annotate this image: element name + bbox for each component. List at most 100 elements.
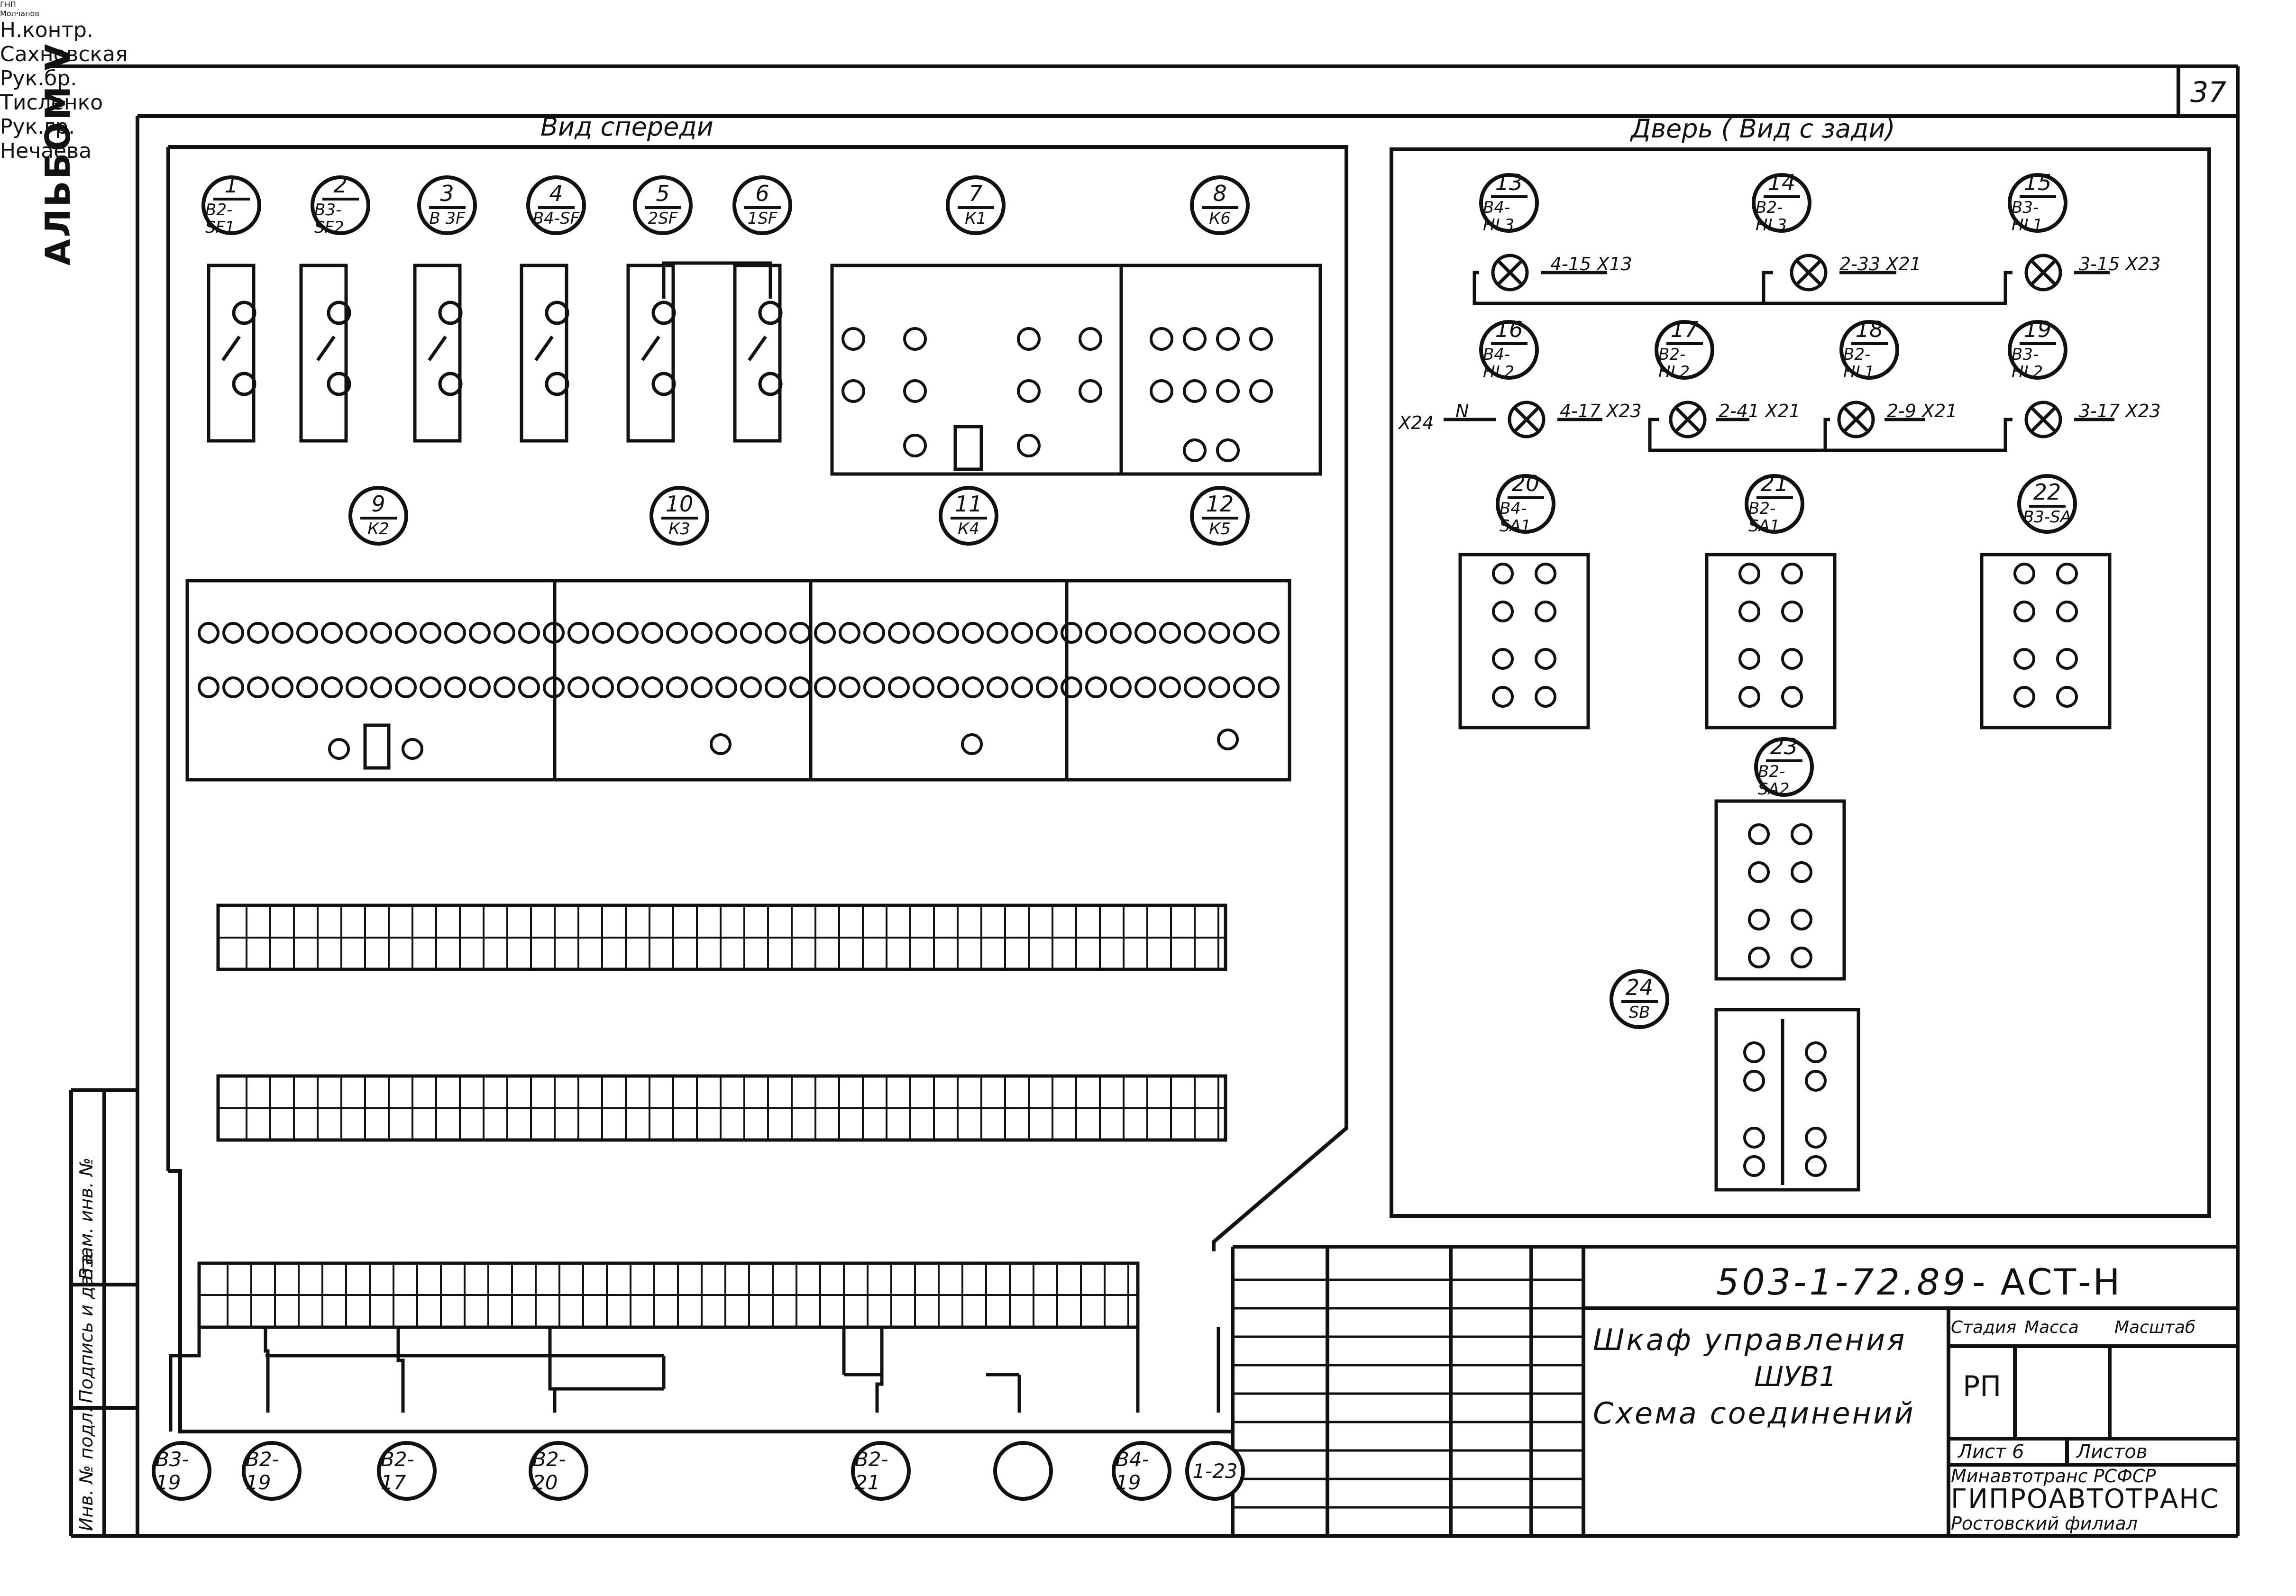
side-label-inv: Инв. № подл. [76,1406,97,1531]
contact-terminal [1184,676,1206,698]
connector-b2-20: В2-20 [529,1441,588,1501]
mass-header: Масса [2024,1318,2079,1337]
contact-terminal [1216,438,1240,462]
sheets-label: Листов [2076,1441,2148,1463]
contact-terminal [543,676,565,698]
contact-terminal [715,622,737,644]
connector-b2-21: В2-21 [851,1441,911,1501]
contact-terminal [765,676,787,698]
switch-terminal [1743,1155,1765,1177]
contact-terminal [1150,379,1173,403]
switch-terminal [1535,686,1556,708]
contact-terminal [937,676,959,698]
contact-terminal [1061,676,1082,698]
contact-terminal [1017,434,1041,457]
contact-terminal [1110,622,1132,644]
switch-terminal [1535,601,1556,622]
contact-terminal [1017,327,1041,351]
contact-terminal [1011,676,1033,698]
switch-terminal [1791,947,1812,968]
contact-terminal [444,676,466,698]
name-4: Нечаева [0,139,92,163]
org-line-3: Ростовский филиал [1951,1513,2138,1534]
switch-terminal [2056,648,2078,670]
contact-terminal [789,622,811,644]
switch-terminal [2013,648,2035,670]
contact-terminal [1233,622,1255,644]
wire-label: X24 [1399,412,1434,433]
switch-terminal [2013,686,2035,708]
contact-terminal [222,622,244,644]
contact-terminal [814,676,836,698]
contact-terminal [567,676,589,698]
contact-terminal [617,622,639,644]
contact-terminal [328,738,350,760]
side-label-replace: Взам. инв. № [76,1157,97,1280]
contact-terminal [1249,327,1273,351]
wire-label: 3-17 X23 [2079,401,2161,421]
wire-label: 2-33 X21 [1839,254,1921,274]
switch-terminal [1492,686,1514,708]
switch-terminal [1743,1041,1765,1063]
front-view-title: Вид спереди [540,112,713,142]
org-line-2: ГИПРОАВТОТРАНС [1951,1484,2220,1514]
switch-terminal [1743,1070,1765,1092]
switch-terminal [1492,563,1514,584]
contact-terminal [402,738,423,760]
contact-terminal [592,622,614,644]
scale-header: Масштаб [2114,1318,2196,1337]
contact-terminal [592,676,614,698]
connector-empty [993,1441,1053,1501]
contact-terminal [740,676,762,698]
contact-terminal [888,676,910,698]
contact-terminal [1217,729,1239,750]
role-3: Рук.бр. [0,66,77,91]
title-line-1: Шкаф управления [1593,1322,1907,1357]
name-3: Тисленко [0,91,103,115]
contact-terminal [1183,438,1207,462]
contact-terminal [987,622,1008,644]
contact-terminal [1159,622,1181,644]
contact-terminal [617,676,639,698]
contact-terminal [420,622,441,644]
wire-label: 3-15 X23 [2079,254,2161,274]
contact-terminal [1134,676,1156,698]
contact-terminal [247,622,269,644]
contact-terminal [903,379,927,403]
switch-terminal [2013,563,2035,584]
switch-terminal [1738,648,1760,670]
contact-terminal [222,676,244,698]
contact-terminal [842,327,865,351]
contact-terminal [913,622,934,644]
switch-terminal [2056,686,2078,708]
name-1: Молчанов [0,9,39,18]
contact-terminal [1017,379,1041,403]
contact-terminal [518,676,540,698]
wire-label: 2-41 X21 [1719,401,1801,421]
switch-terminal [1781,601,1803,622]
contact-terminal [1208,622,1230,644]
contact-terminal [1216,379,1240,403]
contact-terminal [247,676,269,698]
contact-terminal [691,676,713,698]
contact-terminal [691,622,713,644]
contact-terminal [888,622,910,644]
contact-terminal [715,676,737,698]
title-line-2: ШУВ1 [1754,1360,1837,1393]
stage-value: РП [1963,1370,2002,1403]
